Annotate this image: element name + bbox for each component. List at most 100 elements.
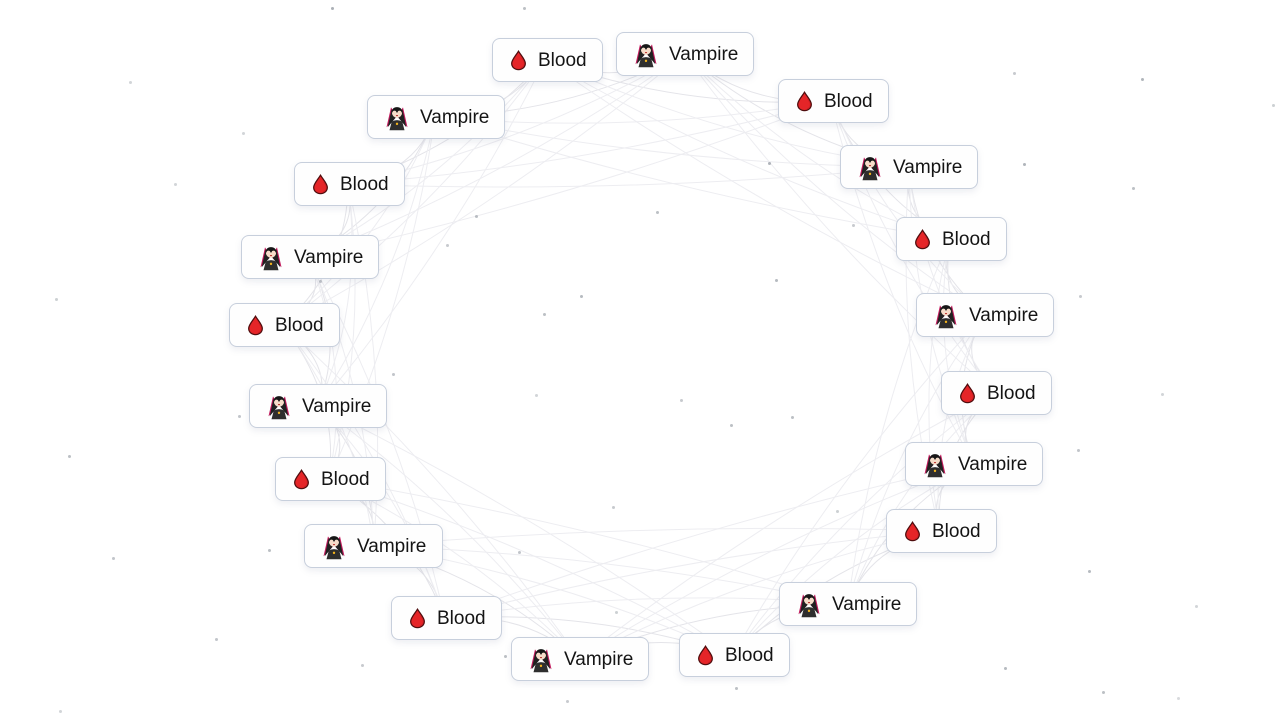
- element-tile-blood-8[interactable]: Blood: [886, 509, 997, 553]
- background-dot: [268, 549, 271, 552]
- element-tile-label: Blood: [932, 520, 981, 542]
- element-tile-vampire-3[interactable]: Vampire: [840, 145, 979, 189]
- background-dot: [615, 611, 618, 614]
- background-dot: [775, 279, 778, 282]
- element-tile-label: Blood: [437, 607, 486, 629]
- element-tile-vampire-1[interactable]: Vampire: [616, 32, 755, 76]
- element-tile-blood-18[interactable]: Blood: [294, 162, 405, 206]
- vampire-icon: [632, 41, 660, 68]
- background-dot: [730, 424, 733, 427]
- background-dot: [768, 162, 771, 165]
- background-dot: [319, 280, 322, 283]
- background-dot: [836, 510, 839, 513]
- background-dot: [1272, 104, 1275, 107]
- blood-drop-icon: [794, 88, 815, 114]
- element-tile-label: Vampire: [294, 246, 364, 268]
- background-dot: [680, 399, 683, 402]
- background-dot: [215, 638, 218, 641]
- background-dot: [242, 132, 245, 135]
- background-dot: [59, 710, 62, 713]
- blood-drop-icon: [695, 642, 716, 668]
- element-tile-vampire-17[interactable]: Vampire: [241, 235, 380, 279]
- element-tile-label: Blood: [942, 228, 991, 250]
- background-dot: [543, 313, 546, 316]
- vampire-icon: [527, 646, 555, 673]
- vampire-icon: [383, 104, 411, 131]
- background-dot: [504, 655, 507, 658]
- element-tile-label: Vampire: [357, 535, 427, 557]
- blood-drop-icon: [245, 312, 266, 338]
- element-tile-blood-6[interactable]: Blood: [941, 371, 1052, 415]
- element-tile-vampire-7[interactable]: Vampire: [905, 442, 1044, 486]
- blood-drop-icon: [291, 466, 312, 492]
- vampire-icon: [795, 591, 823, 618]
- background-dot: [238, 415, 241, 418]
- background-dot: [1195, 605, 1198, 608]
- background-dot: [55, 298, 58, 301]
- background-dot: [1132, 187, 1135, 190]
- element-tile-blood-14[interactable]: Blood: [275, 457, 386, 501]
- background-dot: [1088, 570, 1091, 573]
- element-tile-label: Vampire: [958, 453, 1028, 475]
- background-dot: [129, 81, 132, 84]
- background-dot: [791, 416, 794, 419]
- element-tile-blood-0[interactable]: Blood: [492, 38, 603, 82]
- element-tile-blood-12[interactable]: Blood: [391, 596, 502, 640]
- element-tile-label: Vampire: [969, 304, 1039, 326]
- background-dot: [1177, 697, 1180, 700]
- element-tile-label: Blood: [725, 644, 774, 666]
- element-tile-vampire-19[interactable]: Vampire: [367, 95, 506, 139]
- element-tile-label: Blood: [321, 468, 370, 490]
- blood-drop-icon: [912, 226, 933, 252]
- element-tile-label: Blood: [824, 90, 873, 112]
- background-dot: [1161, 393, 1164, 396]
- background-dot: [112, 557, 115, 560]
- background-dot: [68, 455, 71, 458]
- element-tile-blood-10[interactable]: Blood: [679, 633, 790, 677]
- element-tile-vampire-11[interactable]: Vampire: [511, 637, 650, 681]
- element-tile-blood-2[interactable]: Blood: [778, 79, 889, 123]
- element-tile-vampire-15[interactable]: Vampire: [249, 384, 388, 428]
- blood-drop-icon: [310, 171, 331, 197]
- element-tile-label: Blood: [538, 49, 587, 71]
- background-dot: [361, 664, 364, 667]
- blood-drop-icon: [407, 605, 428, 631]
- blood-drop-icon: [508, 47, 529, 73]
- element-tile-label: Blood: [275, 314, 324, 336]
- element-tile-label: Vampire: [302, 395, 372, 417]
- element-tile-label: Vampire: [564, 648, 634, 670]
- element-tile-blood-16[interactable]: Blood: [229, 303, 340, 347]
- vampire-icon: [932, 302, 960, 329]
- background-dot: [1004, 667, 1007, 670]
- background-dot: [1079, 295, 1082, 298]
- element-tile-vampire-13[interactable]: Vampire: [304, 524, 443, 568]
- background-dot: [1102, 691, 1105, 694]
- element-tile-label: Vampire: [832, 593, 902, 615]
- background-dot: [852, 224, 855, 227]
- vampire-icon: [856, 154, 884, 181]
- element-tile-vampire-5[interactable]: Vampire: [916, 293, 1055, 337]
- element-tile-blood-4[interactable]: Blood: [896, 217, 1007, 261]
- background-dot: [1013, 72, 1016, 75]
- background-dot: [1023, 163, 1026, 166]
- element-tile-vampire-9[interactable]: Vampire: [779, 582, 918, 626]
- element-tile-label: Blood: [987, 382, 1036, 404]
- vampire-icon: [257, 244, 285, 271]
- background-dot: [475, 215, 478, 218]
- background-dot: [735, 687, 738, 690]
- vampire-icon: [265, 393, 293, 420]
- blood-drop-icon: [957, 380, 978, 406]
- element-tile-label: Vampire: [669, 43, 739, 65]
- background-dot: [535, 394, 538, 397]
- element-tile-label: Blood: [340, 173, 389, 195]
- background-dot: [612, 506, 615, 509]
- element-tile-label: Vampire: [893, 156, 963, 178]
- background-dot: [580, 295, 583, 298]
- background-dot: [446, 244, 449, 247]
- vampire-icon: [320, 533, 348, 560]
- element-tile-label: Vampire: [420, 106, 490, 128]
- background-dot: [518, 551, 521, 554]
- background-dot: [1141, 78, 1144, 81]
